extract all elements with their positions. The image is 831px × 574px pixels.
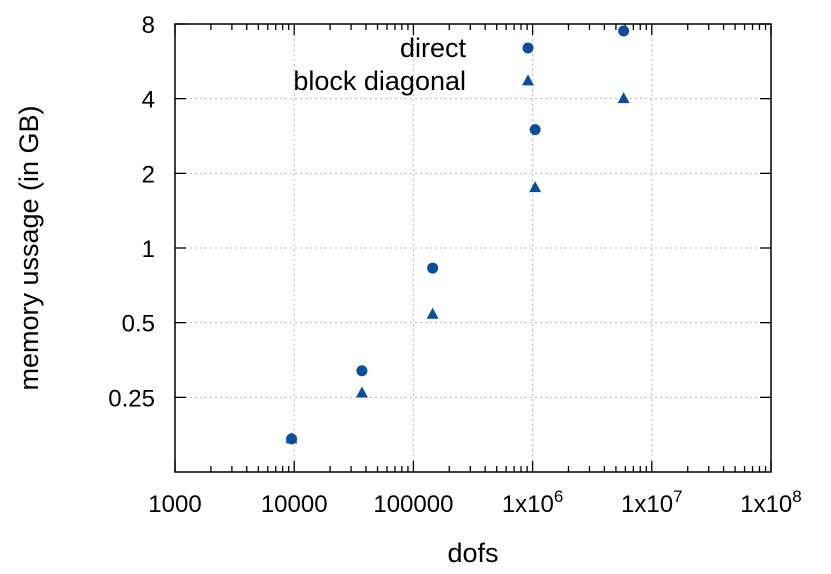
block-diagonal-point — [355, 386, 368, 398]
direct-point — [286, 433, 298, 445]
direct-point — [618, 25, 630, 37]
direct-point — [427, 262, 439, 274]
grid — [175, 24, 771, 472]
axis-ticks — [174, 23, 772, 472]
x-tick-label: 1x107 — [621, 487, 683, 518]
y-tick-label: 4 — [142, 87, 155, 114]
legend-label: direct — [400, 33, 467, 63]
x-axis-title: dofs — [447, 538, 498, 568]
y-tick-label: 0.25 — [108, 385, 155, 412]
y-tick-label: 1 — [142, 236, 155, 263]
y-tick-labels: 0.25 0.5 1 2 4 8 — [108, 12, 155, 412]
direct-point — [356, 365, 368, 377]
block-diagonal-point — [617, 92, 630, 104]
x-tick-label: 10000 — [261, 491, 328, 518]
legend-circle-marker — [522, 42, 534, 54]
direct-point — [529, 124, 541, 136]
block-diagonal-point — [426, 307, 439, 319]
x-tick-label: 1x106 — [502, 487, 564, 518]
x-tick-label: 1000 — [148, 491, 201, 518]
y-tick-label: 2 — [142, 161, 155, 188]
legend-label: block diagonal — [293, 66, 466, 96]
legend-triangle-marker — [522, 74, 534, 86]
x-tick-label: 1x108 — [740, 487, 802, 518]
block-diagonal-point — [529, 181, 542, 193]
y-tick-label: 8 — [142, 12, 155, 39]
data-points — [285, 25, 630, 445]
y-tick-label: 0.5 — [122, 311, 155, 338]
y-axis-title: memory ussage (in GB) — [14, 105, 44, 390]
x-tick-label: 100000 — [373, 491, 453, 518]
x-tick-labels: 1000 10000 100000 1x106 1x107 1x108 — [148, 487, 801, 518]
